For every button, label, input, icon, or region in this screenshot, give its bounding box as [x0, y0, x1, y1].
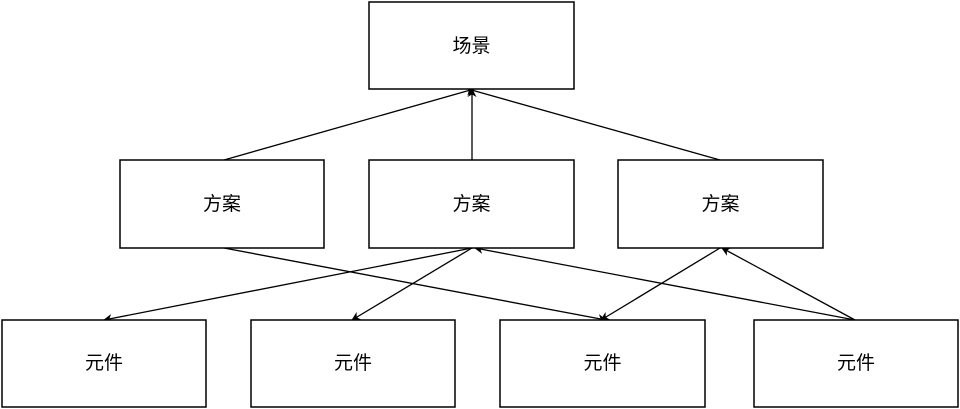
scheme-label-2: 方案 — [452, 193, 490, 215]
component-node-4: 元件 — [753, 319, 959, 408]
scene-label: 场景 — [452, 35, 490, 57]
edge-scheme-3-to-component-3 — [600, 247, 721, 321]
scheme-node-1: 方案 — [119, 159, 325, 249]
component-node-3: 元件 — [499, 319, 706, 408]
scheme-node-3: 方案 — [617, 159, 824, 249]
scheme-label-1: 方案 — [203, 193, 241, 215]
edge-scheme-1-to-component-3 — [223, 247, 607, 323]
edge-component-4-to-scheme-3 — [721, 247, 856, 321]
edge-component-4-to-scheme-2 — [474, 245, 856, 321]
edge-scheme-1-to-scene — [223, 86, 475, 161]
edge-scheme-2-to-component-1 — [103, 247, 473, 323]
edges-layer — [103, 86, 856, 323]
component-node-1: 元件 — [1, 319, 207, 408]
component-label-4: 元件 — [837, 352, 875, 374]
scene-node: 场景 — [368, 1, 575, 90]
component-label-1: 元件 — [85, 352, 123, 374]
edge-scheme-3-to-scene — [467, 86, 721, 161]
component-label-3: 元件 — [583, 352, 621, 374]
scheme-label-3: 方案 — [701, 193, 739, 215]
component-node-2: 元件 — [250, 319, 456, 408]
component-label-2: 元件 — [334, 352, 372, 374]
scheme-node-2: 方案 — [368, 159, 575, 249]
